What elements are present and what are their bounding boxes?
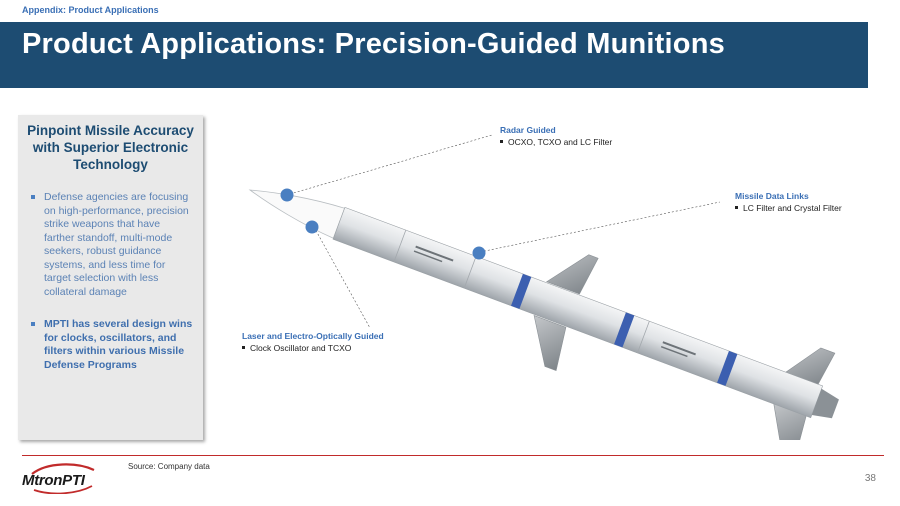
logo-swoosh-icon [31, 463, 95, 494]
company-logo: MtronPTI [22, 462, 104, 494]
logo-text: MtronPTI [22, 472, 85, 489]
source-note: Source: Company data [128, 462, 210, 471]
marker-radar [280, 188, 294, 202]
bullet-item-defense: Defense agencies are focusing on high-pe… [31, 191, 193, 299]
page-number: 38 [864, 473, 876, 484]
callout-title: Laser and Electro-Optically Guided [242, 331, 384, 341]
callout-item: Clock Oscillator and TCXO [242, 343, 384, 353]
callout-laser-electro-optical: Laser and Electro-Optically Guided Clock… [242, 331, 384, 353]
missile-illustration [248, 134, 839, 455]
marker-laser [305, 220, 319, 234]
breadcrumb: Appendix: Product Applications [22, 5, 159, 15]
bullet-list: Defense agencies are focusing on high-pe… [18, 191, 203, 372]
title-bar: Product Applications: Precision-Guided M… [0, 22, 868, 88]
callout-item: OCXO, TCXO and LC Filter [500, 137, 612, 147]
callout-title: Missile Data Links [735, 191, 809, 201]
callout-item: LC Filter and Crystal Filter [735, 203, 842, 213]
side-panel: Pinpoint Missile Accuracy with Superior … [18, 115, 203, 440]
footer-divider [22, 455, 884, 456]
callout-radar-guided: Radar Guided OCXO, TCXO and LC Filter [500, 125, 612, 147]
missile-illustration-area: Radar Guided OCXO, TCXO and LC Filter Mi… [230, 110, 890, 455]
panel-title: Pinpoint Missile Accuracy with Superior … [27, 123, 194, 172]
missile-body [248, 189, 839, 455]
marker-data-links [472, 246, 486, 260]
callout-missile-data-links: Missile Data Links LC Filter and Crystal… [735, 191, 842, 213]
callout-title: Radar Guided [500, 125, 556, 135]
page-title: Product Applications: Precision-Guided M… [22, 28, 725, 60]
bullet-item-mpti: MPTI has several design wins for clocks,… [31, 318, 193, 372]
